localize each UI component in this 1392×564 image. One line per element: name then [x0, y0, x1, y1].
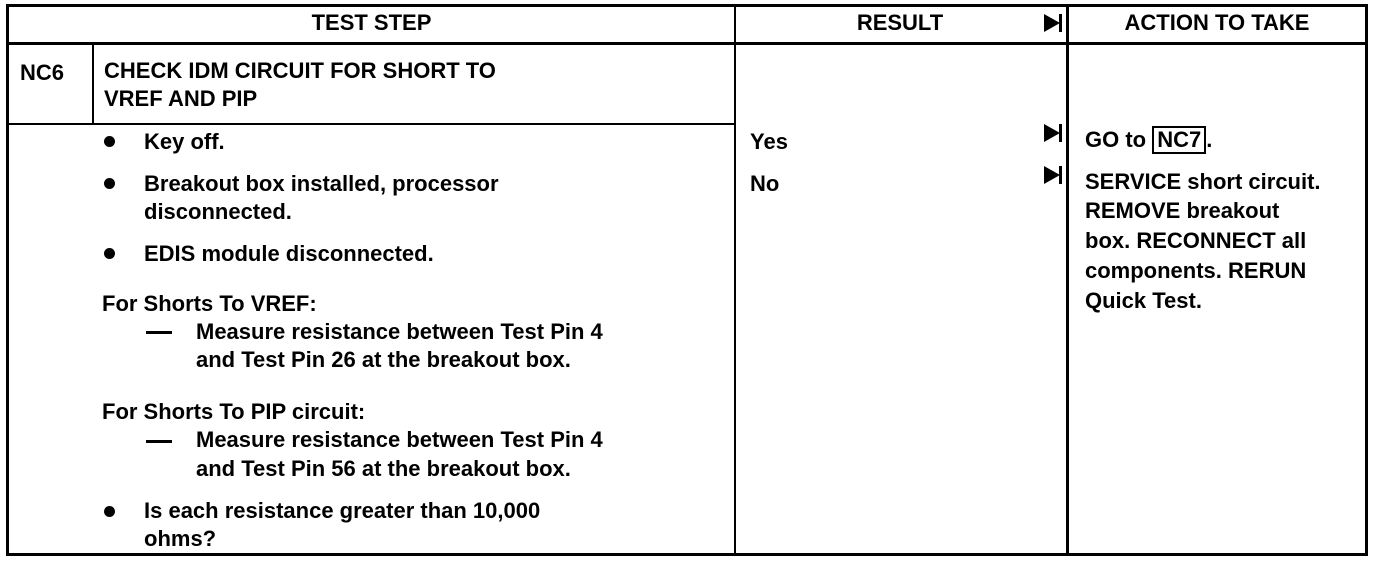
- step-id: NC6: [20, 60, 65, 85]
- pip-instruction-line2: and Test Pin 56 at the breakout box.: [196, 456, 571, 481]
- table-border-right: [1365, 4, 1368, 556]
- result-no-arrow-icon: [1044, 166, 1062, 184]
- bullet-icon: [104, 506, 115, 517]
- action-yes: GO to NC7.: [1085, 125, 1212, 155]
- result-yes-arrow-icon: [1044, 124, 1062, 142]
- bullet-icon: [104, 136, 115, 147]
- table-border-top: [6, 4, 1368, 7]
- step-id-divider: [92, 42, 94, 124]
- question-line2: ohms?: [144, 526, 217, 551]
- action-yes-prefix: GO to: [1085, 127, 1153, 152]
- table-border-left: [6, 4, 9, 556]
- step-title-line1: CHECK IDM CIRCUIT FOR SHORT TO: [104, 58, 496, 83]
- action-yes-suffix: .: [1206, 127, 1213, 152]
- bullet-icon: [104, 248, 115, 259]
- step-title-divider: [6, 123, 736, 125]
- action-column-divider: [1066, 4, 1069, 556]
- bullet-text: EDIS module disconnected.: [144, 241, 434, 266]
- header-action-to-take: ACTION TO TAKE: [1124, 10, 1310, 35]
- action-no-line: box. RECONNECT all: [1085, 228, 1307, 253]
- bullet-text-continued: disconnected.: [144, 199, 292, 224]
- header-arrow-icon: [1044, 14, 1062, 32]
- action-no-line: Quick Test.: [1085, 288, 1202, 313]
- bullet-icon: [104, 178, 115, 189]
- vref-heading: For Shorts To VREF:: [102, 291, 317, 316]
- result-no: No: [750, 171, 780, 196]
- dash-icon: [146, 331, 172, 334]
- step-reference-nc7[interactable]: NC7: [1152, 126, 1207, 154]
- step-title-line2: VREF AND PIP: [104, 86, 258, 111]
- result-column-divider: [734, 4, 736, 556]
- action-no-line: components. RERUN: [1085, 258, 1307, 283]
- header-test-step: TEST STEP: [311, 10, 432, 35]
- bullet-text: Breakout box installed, processor: [144, 171, 499, 196]
- bullet-text: Key off.: [144, 129, 225, 154]
- table-border-bottom: [6, 553, 1368, 556]
- pip-instruction-line1: Measure resistance between Test Pin 4: [196, 427, 603, 452]
- action-no-line: REMOVE breakout: [1085, 198, 1280, 223]
- action-no-line: SERVICE short circuit.: [1085, 169, 1321, 194]
- header-result: RESULT: [856, 10, 944, 35]
- question-line1: Is each resistance greater than 10,000: [144, 498, 541, 523]
- pip-heading: For Shorts To PIP circuit:: [102, 399, 366, 424]
- header-row-divider: [6, 42, 1368, 45]
- result-yes: Yes: [750, 129, 788, 154]
- vref-instruction-line1: Measure resistance between Test Pin 4: [196, 319, 603, 344]
- vref-instruction-line2: and Test Pin 26 at the breakout box.: [196, 347, 571, 372]
- dash-icon: [146, 440, 172, 443]
